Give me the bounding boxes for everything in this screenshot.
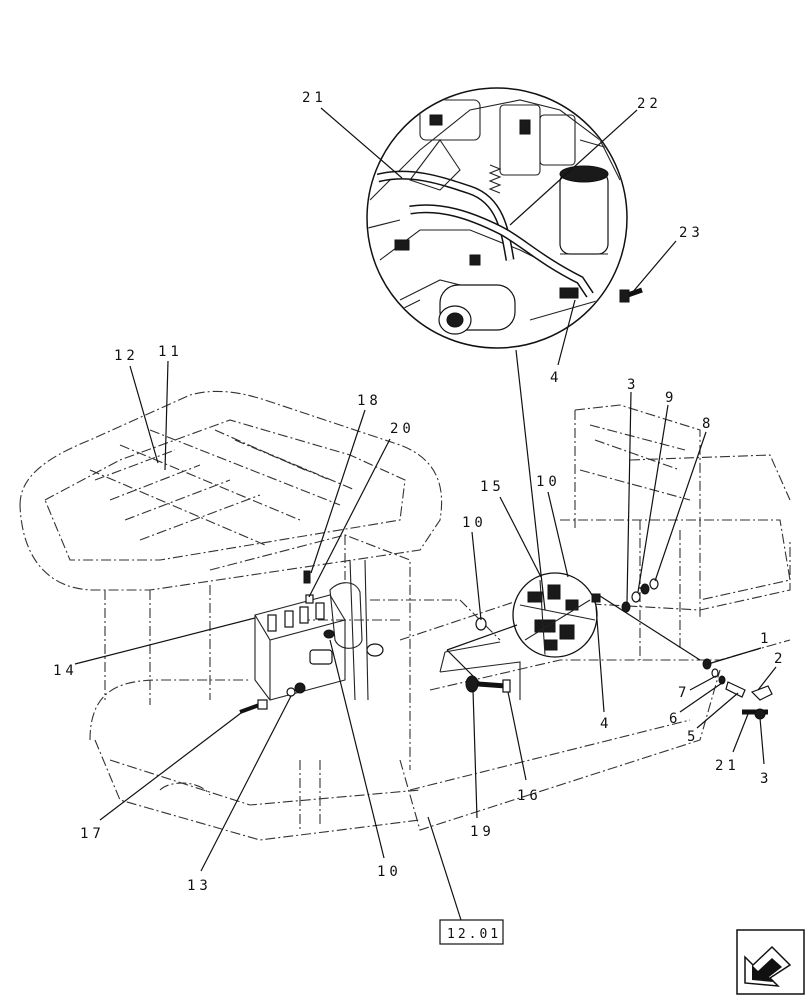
callout-20: 20: [390, 421, 415, 437]
page-reference-text: 12.01: [447, 927, 501, 942]
callout-22: 22: [637, 96, 662, 112]
pump-detail-view: [512, 572, 601, 658]
callout-labels: 21 22 23 4 12 11 18 20 3 9 8 15 10 10 14…: [53, 90, 786, 894]
callout-7: 7: [678, 685, 690, 701]
valve-assembly: [254, 559, 384, 701]
machine-outline: [19, 390, 791, 841]
callout-18: 18: [357, 393, 382, 409]
callout-10-right: 10: [536, 474, 561, 490]
callout-19: 19: [470, 824, 495, 840]
callout-4-bottom: 4: [600, 716, 612, 732]
callout-3-top: 3: [627, 377, 639, 393]
engine-detail-view: [366, 87, 643, 349]
callout-10-mid: 10: [462, 515, 487, 531]
callout-21-bottom: 21: [715, 758, 740, 774]
callout-8: 8: [702, 416, 714, 432]
callout-1: 1: [760, 631, 772, 647]
callout-2: 2: [774, 651, 786, 667]
previous-page-arrow-icon[interactable]: [736, 929, 805, 995]
bolt-23: [619, 287, 643, 303]
fittings: [239, 570, 335, 714]
callout-10-bottom: 10: [377, 864, 402, 880]
callout-6: 6: [669, 711, 681, 727]
callout-14: 14: [53, 663, 78, 679]
callout-12: 12: [114, 348, 139, 364]
callout-5: 5: [687, 729, 699, 745]
callout-21-top: 21: [302, 90, 327, 106]
callout-16: 16: [517, 788, 542, 804]
callout-4-detail: 4: [550, 370, 562, 386]
leader-lines: [74, 107, 777, 921]
right-fittings: [599, 578, 773, 720]
callout-3-bottom: 3: [760, 771, 772, 787]
callout-17: 17: [80, 826, 105, 842]
bolt-assembly-16-19: [439, 617, 521, 700]
callout-11: 11: [158, 344, 183, 360]
page-reference-box[interactable]: 12.01: [439, 919, 504, 945]
callout-9: 9: [665, 390, 677, 406]
callout-23: 23: [679, 225, 704, 241]
callout-15: 15: [480, 479, 505, 495]
callout-13: 13: [187, 878, 212, 894]
